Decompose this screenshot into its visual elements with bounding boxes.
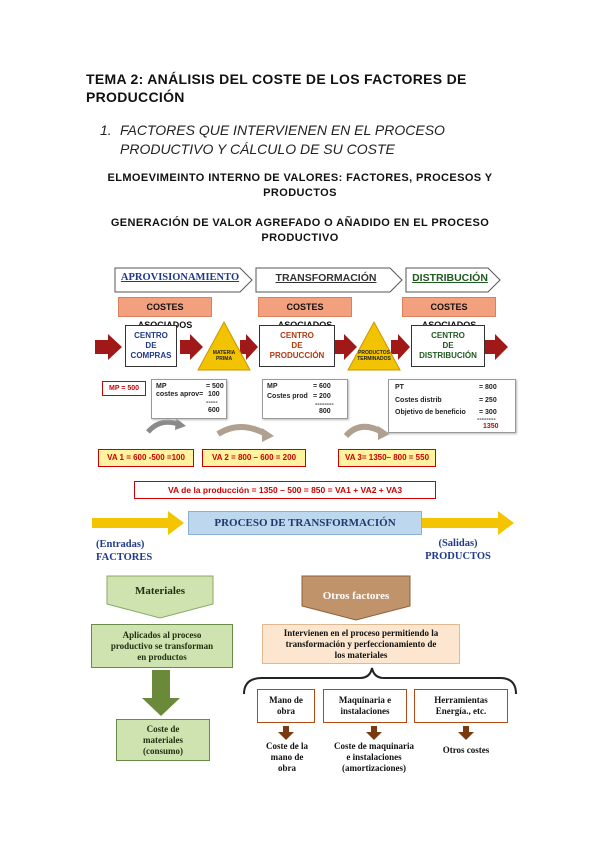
- va-box-1: VA 1 = 600 -500 =100: [98, 449, 194, 467]
- inputs-line-2: FACTORES: [96, 552, 153, 563]
- costes-asociados-3: COSTES ASOCIADOS: [402, 297, 496, 330]
- red-arrow-2: [180, 334, 203, 360]
- otros-factores-label: Otros factores: [322, 590, 390, 602]
- brown-arrow-1: [278, 726, 294, 740]
- factors-diagram: [92, 511, 517, 740]
- proceso-banner: PROCESO DE TRANSFORMACIÓN: [188, 511, 422, 535]
- centro-compras-l3: COMPRAS: [130, 351, 172, 360]
- red-arrow-3: [240, 334, 258, 360]
- outputs-line-1: (Salidas): [438, 538, 478, 549]
- stage-arrow-transformacion: [255, 267, 403, 293]
- stage-arrow-aprovisionamiento: [114, 267, 253, 293]
- centro-produccion-l3: PRODUCCIÓN: [269, 351, 325, 360]
- title-line-2: PRODUCCIÓN: [86, 89, 185, 105]
- section1-line-1: ELMOEVIMEINTO INTERNO DE VALORES: FACTOR…: [107, 172, 493, 184]
- va-total: VA de la producción = 1350 – 500 = 850 =…: [134, 481, 436, 499]
- cost-otros: Otros costes: [442, 745, 490, 755]
- red-arrow-5: [391, 334, 410, 360]
- subtitle-line-2: PRODUCTIVO Y CÁLCULO DE SU COSTE: [120, 141, 395, 157]
- yellow-arrow-left: [92, 511, 184, 535]
- va-box-3: VA 3= 1350– 800 = 550: [338, 449, 436, 467]
- centro-compras-l1: CENTRO: [134, 331, 168, 340]
- inputs-label: (Entradas) FACTORES: [96, 538, 152, 564]
- triangle-productos-terminados: [347, 320, 401, 371]
- otros-factores-desc: Intervienen en el proceso permitiendo la…: [262, 624, 460, 664]
- brace-bracket: [243, 667, 517, 695]
- materiales-shape: [106, 575, 214, 619]
- subtitle-number: 1.: [100, 122, 112, 138]
- value-flow-diagram: [95, 267, 508, 442]
- yellow-arrow-right: [420, 511, 514, 535]
- red-arrow-6: [485, 334, 508, 360]
- curved-arrow-1: [146, 419, 179, 434]
- section2-line-1: GENERACIÓN DE VALOR AGREFADO O AÑADIDO E…: [110, 217, 490, 229]
- calc-box-2: MP = 600 Costes prod = 200 -------- 800: [262, 379, 348, 419]
- section-heading-2: GENERACIÓN DE VALOR AGREFADO O AÑADIDO E…: [90, 216, 510, 246]
- green-down-arrow: [142, 670, 180, 716]
- inputs-line-1: (Entradas): [96, 539, 145, 550]
- stage-label-distribucion: DISTRIBUCIÓN: [412, 272, 488, 284]
- calc-box-1: MP = 500 costes aprov= 100 ----- 600: [151, 379, 227, 419]
- red-arrow-4: [333, 334, 357, 360]
- stage-label-transformacion: TRANSFORMACIÓN: [275, 272, 377, 284]
- otros-factores-shape: [301, 575, 411, 621]
- brown-arrow-2: [366, 726, 382, 740]
- mp-tag: MP = 500: [102, 381, 146, 396]
- centro-compras-l2: DE: [145, 341, 157, 350]
- costes-asociados-2: COSTES ASOCIADOS: [258, 297, 352, 330]
- curved-arrow-3-head: [378, 426, 390, 440]
- materiales-label: Materiales: [134, 585, 186, 597]
- va-box-2: VA 2 = 800 – 600 = 200: [202, 449, 306, 467]
- curved-arrow-2: [216, 424, 268, 437]
- outputs-line-2: PRODUCTOS: [425, 551, 491, 562]
- centro-produccion-l2: DE: [291, 341, 303, 350]
- curved-arrow-1-head: [175, 418, 186, 430]
- title-line-1: TEMA 2: ANÁLISIS DEL COSTE DE LOS FACTOR…: [86, 71, 467, 87]
- stage-label-aprovisionamiento: APROVISIONAMIENTO: [120, 272, 240, 283]
- curved-arrow-3: [343, 423, 384, 439]
- subtitle-line-1: FACTORES QUE INTERVIENEN EN EL PROCESO: [120, 122, 445, 138]
- curved-arrow-2-head: [262, 428, 274, 442]
- costes-asociados-1: COSTES ASOCIADOS: [118, 297, 212, 330]
- section-subtitle: 1. FACTORES QUE INTERVIENEN EN EL PROCESO…: [100, 121, 500, 159]
- section2-line-2: PRODUCTIVO: [261, 232, 339, 244]
- centro-distribucion-l1: CENTRO: [431, 331, 465, 340]
- triangle-materia-prima: [197, 320, 251, 371]
- page-title: TEMA 2: ANÁLISIS DEL COSTE DE LOS FACTOR…: [86, 70, 526, 106]
- centro-distribucion-l3: DISTRIBUCIÓN: [419, 351, 477, 360]
- stage-arrow-distribucion: [405, 267, 501, 293]
- section-heading-1: ELMOEVIMEINTO INTERNO DE VALORES: FACTOR…: [90, 171, 510, 201]
- red-arrow-1: [95, 334, 122, 360]
- centro-distribucion-l2: DE: [442, 341, 454, 350]
- section1-line-2: PRODUCTOS: [263, 187, 337, 199]
- brown-arrow-3: [458, 726, 474, 740]
- calc-box-3: PT = 800 Costes distrib = 250 Objetivo d…: [388, 379, 516, 433]
- centro-produccion-l1: CENTRO: [280, 331, 314, 340]
- outputs-label: (Salidas) PRODUCTOS: [418, 537, 498, 563]
